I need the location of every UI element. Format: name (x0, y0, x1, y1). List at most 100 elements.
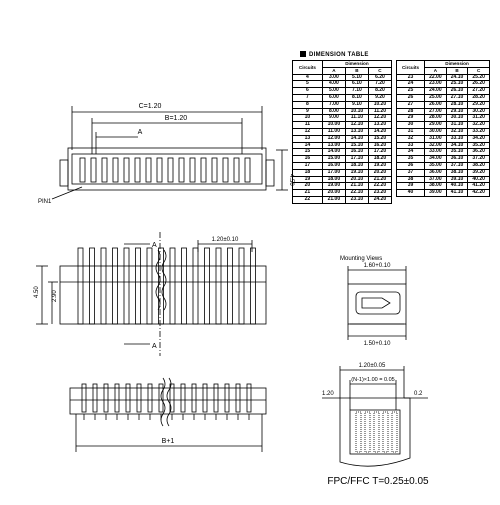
col-dimension: Dimension (321, 60, 393, 68)
front-pin (125, 383, 131, 413)
section-body (59, 265, 267, 325)
side-pin (77, 247, 84, 325)
side-height-2: 2.90 (52, 290, 58, 302)
cell-b: 41.10 (445, 189, 469, 197)
section-a-bottom: A (152, 343, 157, 350)
fpc-conductor (373, 411, 380, 453)
pitch-label: 1.20±0.10 (212, 237, 239, 243)
fpc-view (322, 366, 428, 467)
fpc-conductor (355, 411, 362, 453)
side-pins (77, 247, 256, 325)
cell-a: 21.00 (321, 195, 346, 204)
dim-b-label: B=1.20 (165, 115, 187, 122)
side-pin (146, 247, 153, 325)
front-pin (235, 383, 241, 413)
mounting-view-title: Mounting Views (340, 256, 382, 262)
front-pin (136, 383, 142, 413)
front-view (69, 377, 267, 452)
col-circuits: Circuits (395, 60, 426, 75)
contact-slot (178, 157, 185, 183)
side-pin (227, 247, 233, 325)
top-view-inner (71, 153, 263, 185)
side-pin (100, 247, 107, 325)
cell-circuits: 22 (292, 195, 323, 204)
pcb-b-label: 1.50+0.10 (364, 341, 392, 347)
fpc-left-label: 1.20 (322, 391, 334, 397)
right-latch (265, 159, 275, 187)
table-title: DIMENSION TABLE (300, 50, 492, 60)
front-pin (202, 383, 208, 413)
front-pins (81, 383, 252, 420)
top-view (51, 106, 288, 200)
fpc-pitch-label: (N-1)×1.00 = 0.05 (351, 377, 394, 383)
front-body (69, 387, 267, 415)
side-pin (181, 247, 187, 325)
pin1-label: PIN1 (38, 199, 52, 205)
side-pin (215, 247, 222, 325)
contact-slot (167, 157, 174, 183)
section-a-top: A (152, 242, 157, 249)
contact-slot (145, 157, 152, 183)
front-pin (103, 383, 109, 413)
side-pin (112, 247, 118, 325)
cell-b: 23.10 (344, 195, 369, 204)
front-pin (158, 383, 164, 413)
fpc-caption: FPC/FFC T=0.25±0.05 (327, 476, 429, 487)
front-width-label: B+1 (162, 438, 175, 445)
cell-c: 42.20 (467, 189, 490, 197)
front-pin (213, 383, 219, 413)
pcb-width-label: 1.60+0.10 (364, 263, 392, 269)
side-pin (250, 247, 256, 325)
pcb-mounting-view (347, 266, 407, 340)
contact-slot (134, 157, 141, 183)
left-latch (59, 159, 69, 187)
side-pin (192, 247, 199, 325)
section-view (36, 232, 267, 356)
front-pin (147, 383, 153, 413)
front-pin (81, 383, 87, 413)
contact-slot (123, 157, 130, 183)
fpc-conductors (355, 411, 398, 453)
cell-c: 24.20 (367, 195, 393, 204)
dim-c-label: C=1.20 (139, 103, 162, 110)
contact-slots (79, 157, 251, 183)
contact-slot (101, 157, 108, 183)
cell-circuits: 40 (395, 189, 426, 197)
contact-slot (79, 157, 86, 183)
side-pin (89, 247, 95, 325)
cell-a: 39.00 (424, 189, 447, 197)
side-pin (238, 247, 245, 325)
front-pin (191, 383, 197, 413)
front-pin (180, 383, 186, 413)
contact-slot (244, 157, 251, 183)
front-pin (224, 383, 230, 413)
front-pin (92, 383, 98, 413)
fpc-conductor (382, 411, 389, 453)
fpc-outline (339, 397, 411, 467)
contact-slot (211, 157, 218, 183)
fpc-conductor (391, 411, 398, 453)
side-pin (123, 247, 130, 325)
fpc-width-label: 1.20±0.05 (359, 363, 386, 369)
contact-slot (90, 157, 97, 183)
side-pin (135, 247, 141, 325)
contact-slot (200, 157, 207, 183)
front-pin (114, 383, 120, 413)
side-height-1: 4.50 (34, 286, 40, 298)
front-pin (169, 383, 175, 413)
right-height-label: 4.50 (288, 174, 294, 186)
front-pin (246, 383, 252, 413)
